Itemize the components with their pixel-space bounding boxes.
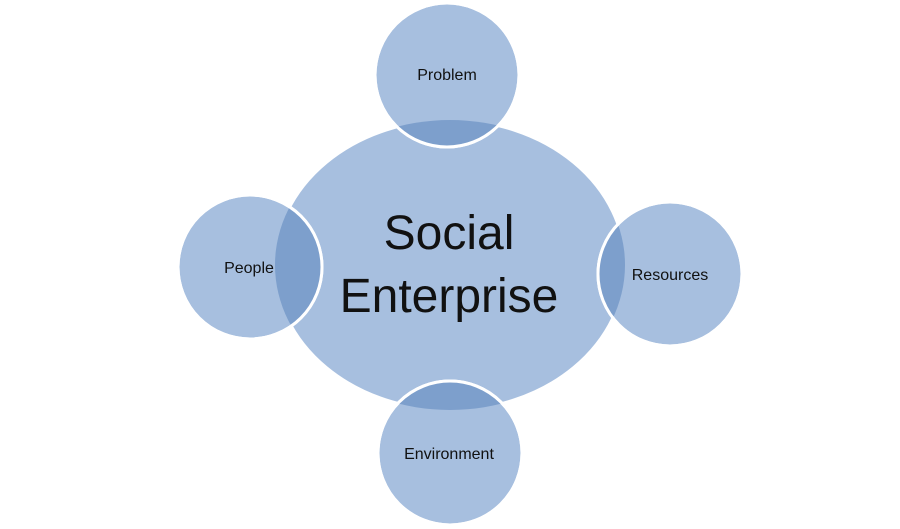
outline-environment: [376, 379, 524, 527]
overlap-regions: [275, 120, 625, 410]
outline-problem: [373, 1, 521, 149]
overlap-people: [275, 195, 322, 339]
center-label-line2: Enterprise: [340, 270, 559, 323]
center-ellipse: [273, 118, 627, 412]
outline-people: [176, 193, 324, 341]
node-label-problem: Problem: [417, 67, 477, 84]
outline-resources: [596, 200, 744, 348]
center-label-line1: Social: [384, 207, 515, 260]
node-label-resources: Resources: [632, 267, 708, 284]
node-label-environment: Environment: [404, 446, 494, 463]
node-label-people: People: [224, 260, 274, 277]
circle-outlines: [176, 1, 744, 527]
